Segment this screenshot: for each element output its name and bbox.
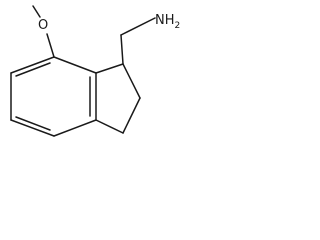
aliphatic-bond-3	[122, 97, 141, 134]
indane-amine-structure: O NH2	[10, 5, 180, 137]
aromatic-bond-4	[53, 119, 97, 137]
amine-symbol: NH	[155, 13, 175, 28]
aromatic-bond-3-inner	[15, 116, 51, 131]
aromatic-bond-1	[10, 56, 55, 74]
aliphatic-bond-2	[122, 63, 141, 99]
aromatic-bond-1-inner	[15, 62, 51, 77]
amine-subscript: 2	[175, 21, 181, 31]
methyl-oxygen-bond	[32, 5, 41, 18]
aromatic-bond-6	[53, 56, 97, 74]
amine-label: NH2	[155, 13, 180, 31]
oxygen-ring-bond	[46, 33, 55, 58]
aliphatic-bond-1	[95, 63, 124, 74]
oxygen-label: O	[38, 18, 48, 33]
aromatic-bond-3	[10, 119, 55, 137]
ring-methylene-bond	[120, 34, 124, 65]
methylene-amine-bond	[120, 17, 156, 36]
aliphatic-bond-4	[95, 119, 124, 134]
